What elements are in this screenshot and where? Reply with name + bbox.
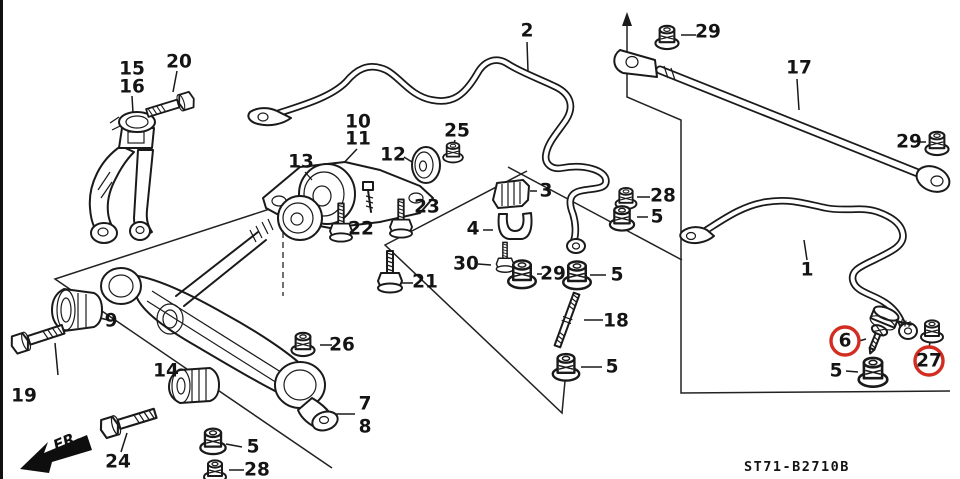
nut-29-mid bbox=[507, 259, 537, 290]
nut-26 bbox=[290, 331, 316, 358]
radius-rod bbox=[613, 49, 951, 193]
part-callout-10: 10 bbox=[345, 112, 371, 133]
part-callout-16: 16 bbox=[119, 77, 145, 98]
part-callout-8: 8 bbox=[359, 417, 372, 438]
nut-25 bbox=[442, 141, 464, 164]
part-callout-28: 28 bbox=[650, 186, 676, 207]
part-callout-3: 3 bbox=[540, 181, 553, 202]
part-callout-14: 14 bbox=[153, 361, 179, 382]
part-callout-4: 4 bbox=[467, 219, 480, 240]
part-callout-29: 29 bbox=[695, 22, 721, 43]
part-callout-19: 19 bbox=[11, 386, 37, 407]
part-callout-20: 20 bbox=[166, 52, 192, 73]
part-callout-5: 5 bbox=[606, 357, 619, 378]
part-callout-9: 9 bbox=[105, 311, 118, 332]
part-callout-5: 5 bbox=[611, 265, 624, 286]
part-callout-13: 13 bbox=[288, 152, 314, 173]
part-callout-24: 24 bbox=[105, 452, 131, 473]
part-callout-15: 15 bbox=[119, 59, 145, 80]
nut-5-link bbox=[857, 356, 889, 388]
part-callout-18: 18 bbox=[603, 311, 629, 332]
bolt-30 bbox=[495, 241, 515, 273]
nut-29-top bbox=[654, 24, 680, 51]
nut-28-balljoint bbox=[203, 459, 227, 479]
nut-5-right-upper bbox=[608, 205, 636, 232]
lower-arm bbox=[100, 218, 339, 432]
arm-bolt-19 bbox=[7, 319, 68, 356]
part-callout-28: 28 bbox=[244, 460, 270, 479]
nut-29-rod bbox=[924, 130, 950, 157]
part-callout-5: 5 bbox=[247, 437, 260, 458]
part-callout-12: 12 bbox=[380, 145, 406, 166]
part-callout-2: 2 bbox=[521, 21, 534, 42]
part-callout-30: 30 bbox=[453, 254, 479, 275]
part-callout-26: 26 bbox=[329, 335, 355, 356]
part-callout-11: 11 bbox=[345, 129, 371, 150]
part-callout-5: 5 bbox=[651, 207, 664, 228]
part-callout-23: 23 bbox=[414, 197, 440, 218]
nut-5-balljoint bbox=[199, 427, 227, 456]
fr-direction: FR. bbox=[20, 427, 92, 473]
part-callout-22: 22 bbox=[348, 219, 374, 240]
nut-5-mid bbox=[562, 260, 592, 291]
part-callout-21: 21 bbox=[412, 272, 438, 293]
stabilizer-link bbox=[868, 305, 912, 355]
drawing-code: ST71-B2710B bbox=[744, 459, 850, 475]
arm-bushing-14 bbox=[168, 367, 220, 404]
highlight-circle-27 bbox=[913, 345, 945, 377]
part-callout-1: 1 bbox=[801, 260, 814, 281]
part-callout-29: 29 bbox=[540, 264, 566, 285]
stud-18 bbox=[551, 290, 583, 350]
part-callout-27: 27 bbox=[916, 351, 942, 372]
arm-bushing-9 bbox=[51, 288, 103, 332]
stabilizer-clamp bbox=[492, 179, 530, 209]
bushing-washers bbox=[277, 146, 441, 241]
damper-fork bbox=[88, 111, 156, 244]
page-left-border bbox=[0, 0, 3, 479]
part-callout-7: 7 bbox=[359, 394, 372, 415]
highlight-circle-6 bbox=[829, 325, 861, 357]
nut-5-stud bbox=[551, 352, 581, 382]
stabilizer-bar-1 bbox=[679, 196, 918, 340]
stabilizer-bar-front bbox=[247, 56, 610, 254]
part-callout-5: 5 bbox=[830, 361, 843, 382]
part-callout-6: 6 bbox=[839, 331, 852, 352]
arm-bolt-24 bbox=[96, 402, 160, 441]
part-callout-17: 17 bbox=[786, 58, 812, 79]
part-callout-29: 29 bbox=[896, 132, 922, 153]
nut-27 bbox=[920, 319, 944, 344]
up-arrow-icon bbox=[622, 12, 632, 26]
bushing-holder bbox=[497, 212, 533, 240]
part-callout-25: 25 bbox=[444, 121, 470, 142]
fr-arrow-icon bbox=[20, 435, 92, 473]
